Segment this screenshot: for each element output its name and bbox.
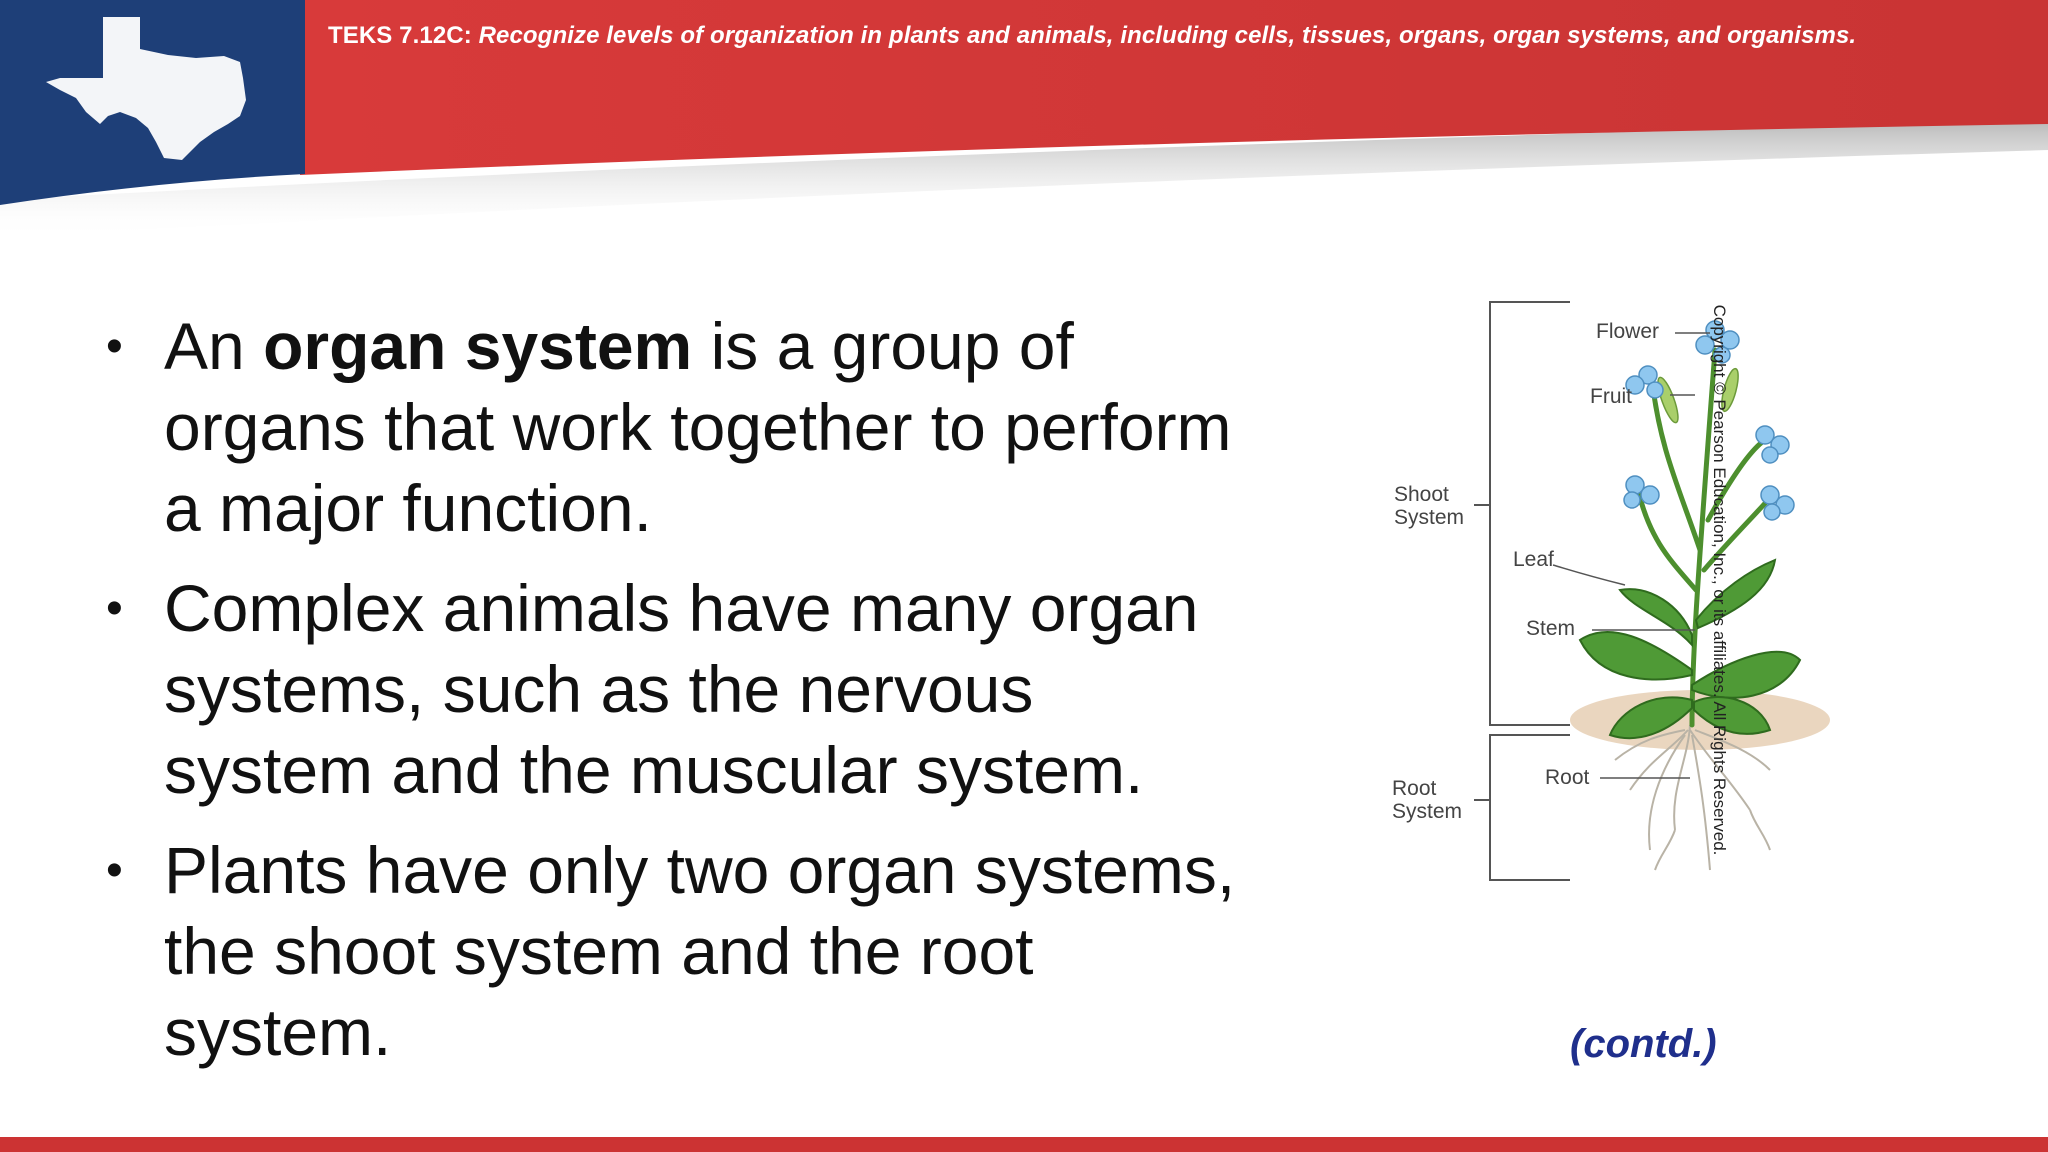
bullet-list: •An organ system is a group of organs th… (100, 306, 1260, 1092)
label-stem: Stem (1526, 617, 1576, 640)
copyright-notice: Copyright © Pearson Education, Inc., or … (1710, 304, 1729, 856)
continued-label: (contd.) (1570, 1022, 1717, 1066)
label-leaf: Leaf (1513, 548, 1554, 571)
term-organ-system: organ system (263, 309, 693, 383)
bullet-dot: • (106, 844, 123, 897)
teks-standard: TEKS 7.12C: Recognize levels of organiza… (328, 22, 2028, 50)
bottom-bar (0, 1137, 2048, 1152)
texas-icon (46, 17, 246, 160)
bullet-complex-animals: •Complex animals have many organ systems… (100, 568, 1260, 811)
label-root-system-2: System (1392, 800, 1463, 823)
bullet-organ-system: •An organ system is a group of organs th… (100, 306, 1260, 549)
plant-organ-systems-figure: Flower Fruit Shoot System Leaf Stem Root… (1370, 290, 1850, 910)
label-shoot-system-1: Shoot (1394, 483, 1449, 506)
label-root: Root (1545, 766, 1590, 789)
bullet-dot: • (106, 582, 123, 635)
bullet-plants: •Plants have only two organ systems, the… (100, 830, 1260, 1073)
header-banner (0, 0, 2048, 238)
label-flower: Flower (1596, 320, 1660, 343)
plant-illustration (1474, 301, 1830, 881)
teks-description: Recognize levels of organization in plan… (478, 22, 1857, 49)
bullet-dot: • (106, 320, 123, 373)
teks-code: TEKS 7.12C: (328, 22, 479, 49)
label-root-system-1: Root (1392, 777, 1437, 800)
label-fruit: Fruit (1590, 385, 1632, 408)
label-shoot-system-2: System (1394, 506, 1465, 529)
